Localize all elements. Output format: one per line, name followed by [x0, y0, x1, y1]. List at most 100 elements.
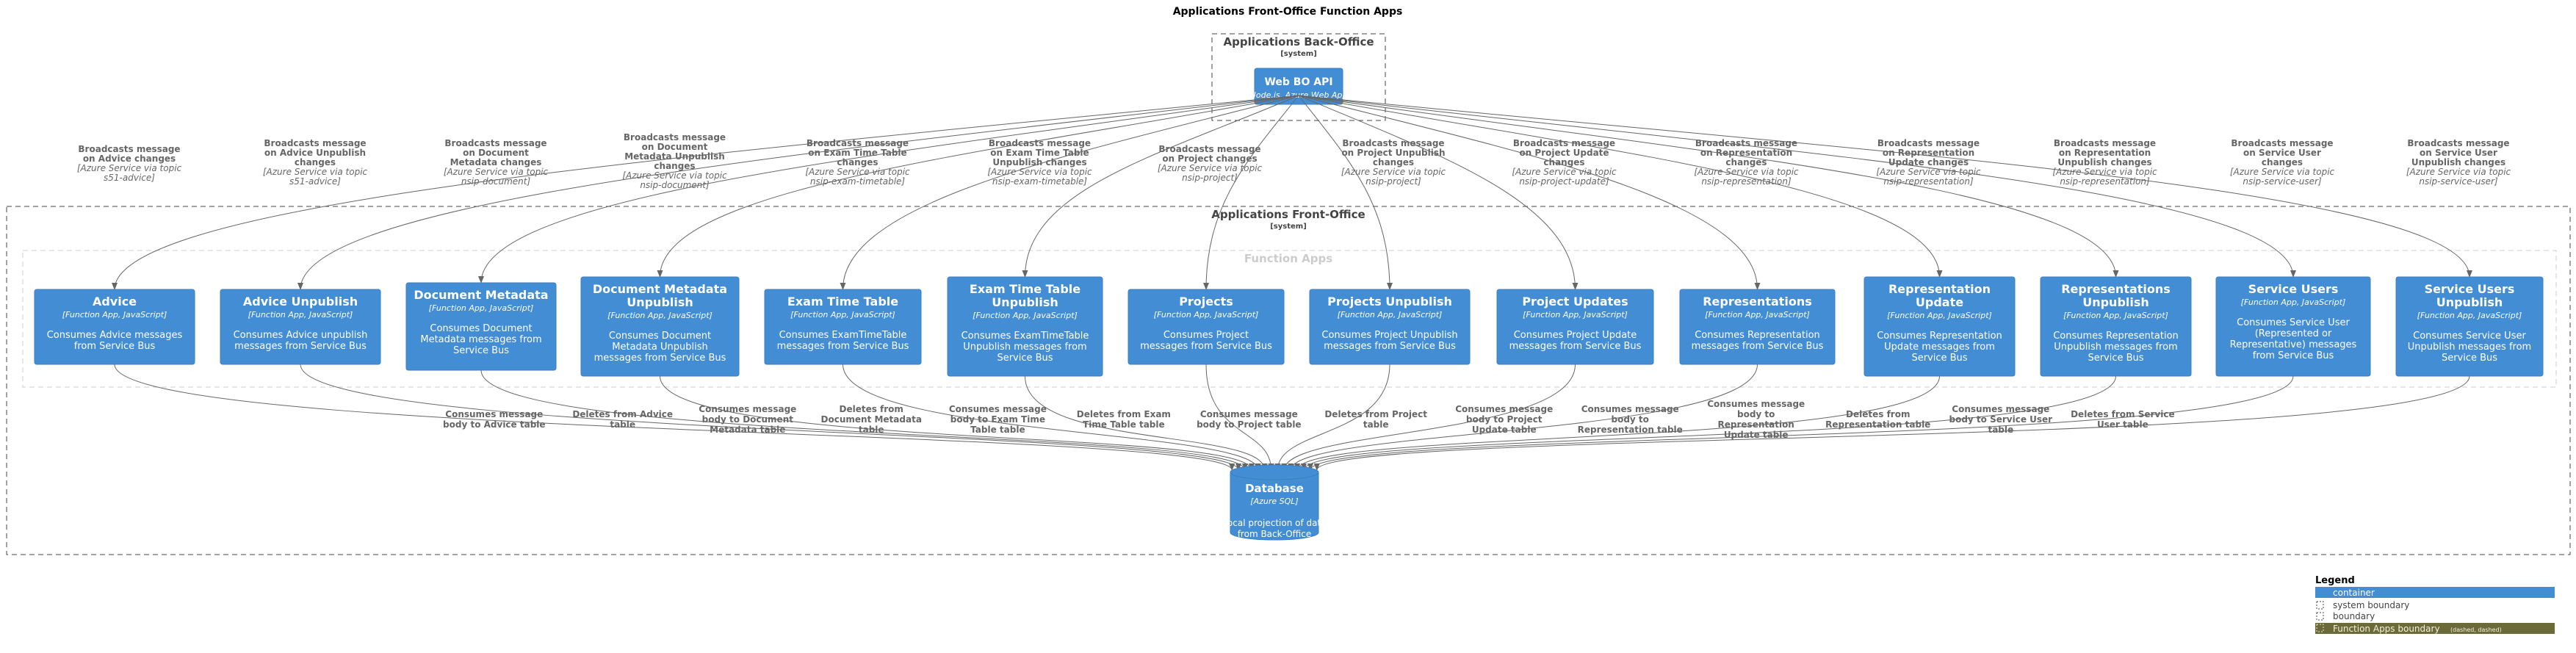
- broadcast-edge-label: Broadcasts message: [624, 132, 726, 142]
- function-app-title: Unpublish: [992, 295, 1058, 309]
- consumes-edge-label: Deletes from Advice: [572, 409, 673, 419]
- function-app-desc: Consumes Project: [1163, 330, 1249, 341]
- broadcast-edge-label: Broadcasts message: [1342, 138, 1444, 148]
- broadcast-edge-label: on Project Unpublish: [1341, 148, 1445, 158]
- consumes-edge: [1307, 375, 2294, 471]
- function-app-node: Document Metadata[Function App, JavaScri…: [405, 282, 557, 371]
- broadcast-edge-tech: [Azure Service via topic: [444, 167, 549, 177]
- function-app-node: Projects[Function App, JavaScript]Consum…: [1128, 289, 1285, 365]
- broadcast-edge-label: on Service User: [2243, 148, 2321, 158]
- broadcast-edge-tech: [Azure Service via topic: [2406, 167, 2511, 177]
- broadcast-edge-label: Metadata Unpublish: [624, 151, 725, 162]
- consumes-edge: [1274, 364, 1390, 471]
- function-app-desc: Service Bus: [997, 353, 1053, 364]
- consumes-edge-label: Table table: [970, 425, 1025, 435]
- consumes-edge: [1025, 375, 1268, 471]
- back-office-boundary: [1211, 33, 1386, 121]
- function-app-title: Projects Unpublish: [1327, 295, 1452, 309]
- function-app-box: [2395, 276, 2544, 377]
- function-app-node: Advice[Function App, JavaScript]Consumes…: [34, 289, 195, 365]
- consumes-edge-label: Representation table: [1578, 425, 1683, 435]
- consumes-edge-label: Consumes message: [1952, 404, 2049, 414]
- broadcast-edge-tech: nsip-document]: [640, 180, 710, 190]
- function-app-box: [1496, 289, 1654, 365]
- back-office-type: [system]: [1280, 50, 1317, 58]
- consumes-edge-label: Time Table table: [1083, 419, 1165, 430]
- database-desc-line-1: Local projection of data: [1222, 518, 1326, 528]
- broadcast-edge-label: changes: [295, 157, 336, 167]
- broadcast-edge-tech: nsip-exam-timetable]: [992, 176, 1088, 187]
- web-bo-api-title: Web BO API: [1264, 76, 1332, 88]
- function-app-tech: [Function App, JavaScript]: [1887, 311, 1992, 320]
- broadcast-edge: [1203, 95, 1299, 290]
- function-app-tech: [Function App, JavaScript]: [2241, 297, 2346, 307]
- broadcast-edge-label: Broadcasts message: [264, 138, 366, 148]
- broadcast-edge: [297, 95, 1299, 290]
- function-app-box: [1864, 276, 2016, 377]
- broadcast-edge: [1298, 95, 1943, 278]
- function-app-box: [1309, 289, 1471, 365]
- function-app-desc: Metadata messages from: [420, 334, 541, 345]
- function-app-title: Unpublish: [2436, 295, 2503, 309]
- consumes-edge-label: Consumes message: [1707, 399, 1805, 409]
- function-app-desc: Consumes Project Unpublish: [1321, 330, 1457, 341]
- legend: Legend container system boundary boundar…: [2315, 575, 2555, 634]
- broadcast-edge-tech: nsip-project]: [1182, 173, 1238, 183]
- broadcast-edge: [1022, 95, 1299, 278]
- function-app-tech: [Function App, JavaScript]: [790, 310, 895, 320]
- consumes-edge-label: body to Exam Time: [950, 414, 1045, 425]
- broadcast-edge: [840, 95, 1299, 290]
- consumes-edge-label: User table: [2097, 419, 2149, 430]
- function-app-title: Unpublish: [2082, 295, 2149, 309]
- broadcast-edge-tech: [Azure Service via topic: [1694, 167, 1799, 177]
- legend-container-swatch: [2315, 587, 2555, 598]
- function-app-desc: messages from Service Bus: [594, 353, 726, 364]
- function-app-desc: Consumes Document: [609, 331, 711, 342]
- database-tech: [Azure SQL]: [1250, 497, 1298, 506]
- broadcast-edge-label: Broadcasts message: [1877, 138, 1980, 148]
- function-app-desc: messages from Service Bus: [1140, 341, 1272, 352]
- broadcast-edge-label: changes: [654, 161, 695, 171]
- consumes-edge-label: Document Metadata: [821, 414, 922, 425]
- function-app-box: [2040, 276, 2192, 377]
- broadcast-edge-label: changes: [2262, 157, 2303, 167]
- function-app-title: Representations: [1703, 295, 1812, 309]
- broadcast-edge-label: on Representation: [1883, 148, 1974, 158]
- broadcast-edge-tech: nsip-representation]: [1701, 176, 1792, 187]
- function-app-desc: Consumes Advice unpublish: [234, 330, 368, 341]
- function-app-tech: [Function App, JavaScript]: [1154, 310, 1259, 320]
- legend-system-boundary-icon: [2316, 601, 2324, 610]
- function-app-node: Exam Time Table[Function App, JavaScript…: [764, 289, 922, 365]
- consumes-edge-label: body to Advice table: [443, 419, 546, 430]
- function-app-tech: [Function App, JavaScript]: [1338, 310, 1443, 320]
- broadcast-edge: [1298, 95, 1393, 290]
- function-app-title: Project Updates: [1522, 295, 1628, 309]
- function-app-title: Advice Unpublish: [243, 295, 358, 309]
- broadcast-edge-label: Metadata changes: [450, 157, 542, 167]
- broadcast-edge-tech: [Azure Service via topic: [2230, 167, 2335, 177]
- function-app-desc: Unpublish messages from: [2054, 342, 2177, 353]
- function-app-tech: [Function App, JavaScript]: [248, 310, 353, 320]
- broadcast-edge-tech: [Azure Service via topic: [1876, 167, 1981, 177]
- legend-boundary-icon: [2316, 612, 2324, 621]
- consumes-edge-label: table: [1363, 419, 1389, 430]
- back-office-title: Applications Back-Office: [1223, 35, 1374, 48]
- function-app-box: [405, 282, 557, 371]
- broadcast-edge-label: on Exam Time Table: [990, 148, 1089, 158]
- consumes-edge-label: Representation: [1718, 419, 1794, 430]
- consumes-edge-label: table: [1988, 425, 2013, 435]
- function-app-desc: Consumes Document: [430, 323, 532, 334]
- function-app-node: Advice Unpublish[Function App, JavaScrip…: [220, 289, 381, 365]
- function-app-tech: [Function App, JavaScript]: [1705, 310, 1810, 320]
- function-app-title: Exam Time Table: [787, 295, 898, 309]
- function-app-box: [580, 276, 740, 377]
- broadcast-edge-label: on Document: [642, 142, 708, 152]
- function-app-desc: Consumes Service User: [2413, 331, 2526, 342]
- broadcast-edge-tech: [Azure Service via topic: [77, 163, 182, 173]
- consumes-edge-label: Consumes message: [1581, 404, 1679, 414]
- function-app-title: Unpublish: [627, 295, 693, 309]
